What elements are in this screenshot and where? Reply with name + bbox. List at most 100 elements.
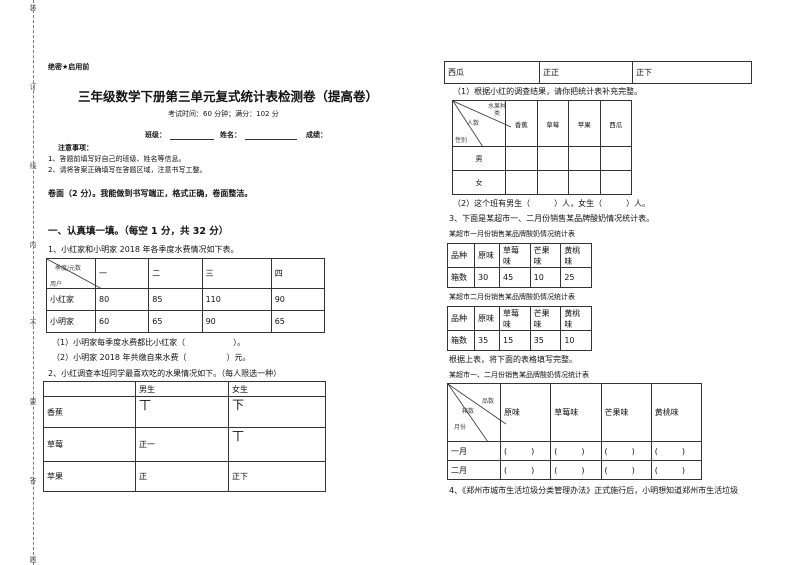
fruit-summary-table: 水果种类 人数 性别 香蕉 草莓 苹果 西瓜 男 女 [452,100,632,195]
column-header: 男生 [135,381,229,397]
column-header: 品种 [447,243,475,268]
binding-char: 内 [29,240,37,249]
feb-caption: 某超市二月份销售某品牌酸奶情况统计表 [449,293,575,301]
jan-yogurt-table: 品种 原味 草莓味 芒果味 黄桃味 箱数 30 45 10 25 [447,243,592,288]
diagonal-header-cell: 品数 箱数 月份 [447,383,506,442]
table-cell: 25 [560,267,592,288]
q1-sub2: （2）小明家 2018 年共缴自来水费（ ）元。 [52,353,251,362]
column-header: 草莓味 [499,243,531,268]
answer-cell[interactable] [505,170,538,195]
column-header: 苹果 [568,100,601,147]
table-cell: 60 [94,310,150,333]
row-label: 箱数 [447,330,475,351]
q2-sub2: （2）这个班有男生（ ）人，女生（ ）人。 [453,199,651,208]
row-label: 男 [452,146,506,171]
row-label: 二月 [447,460,501,480]
answer-blank[interactable]: ( ) [550,441,602,461]
exam-info: 考试时间：60 分钟；满分：102 分 [168,110,279,118]
table-cell: 110 [201,288,272,311]
answer-cell[interactable] [599,146,632,171]
feb-yogurt-table: 品种 原味 草莓味 芒果味 黄桃味 箱数 35 15 35 10 [447,306,592,351]
column-header: 西瓜 [599,100,632,147]
class-field[interactable] [170,139,214,140]
name-label: 姓名： [220,131,241,139]
column-header: 草莓味 [499,306,531,331]
answer-cell[interactable] [599,170,632,195]
section-heading: 一、认真填一填。（每空 1 分，共 32 分） [48,226,229,237]
row-label: 西瓜 [444,61,540,84]
confidential-label: 绝密★启用前 [48,63,90,71]
note-item: 2、请将答案正确填写在答题区域，注意书写工整。 [48,166,207,174]
table-cell: 65 [270,310,326,333]
tally-cell: 正下 [228,461,326,492]
answer-cell[interactable] [536,146,569,171]
row-label: 女 [452,170,506,195]
diag-top-label: 品数 [482,398,495,405]
fruit-survey-table: 男生 女生 香蕉 丅 下 草莓 正一 丅 苹果 正 正下 [43,381,326,492]
binding-char: 订 [29,82,37,91]
binding-char: 要 [29,398,37,407]
tally-cell: 正正 [539,61,633,84]
column-header [43,381,136,397]
diag-top-label: 水果种类 [487,103,506,117]
diagonal-header-cell: 水果种类 人数 性别 [452,100,511,147]
binding-margin: 装 订 线 内 不 要 答 题 [25,4,41,564]
name-field[interactable] [245,139,297,140]
binding-char: 答 [29,477,37,486]
answer-cell[interactable] [568,170,601,195]
row-label: 小明家 [46,310,96,333]
jan-caption: 某超市一月份销售某品牌酸奶情况统计表 [449,230,575,238]
answer-cell[interactable] [568,146,601,171]
column-header: 草莓 [536,100,569,147]
table-cell: 10 [560,330,592,351]
column-header: 芒果味 [529,306,562,331]
table-row: 男 [452,146,632,171]
tally-cell: 正 [135,461,229,492]
answer-blank[interactable]: ( ) [650,460,703,480]
diagonal-lines [448,384,506,442]
answer-blank[interactable]: ( ) [499,460,552,480]
table-row: 小明家 60 65 90 65 [46,310,326,333]
answer-blank[interactable]: ( ) [550,460,602,480]
answer-cell[interactable] [505,146,538,171]
table-row: 女 [452,170,632,195]
answer-blank[interactable]: ( ) [499,441,552,461]
table-row: 小红家 80 85 110 90 [46,288,326,311]
table-cell: 15 [499,330,531,351]
table-cell: 30 [474,267,500,288]
answer-blank[interactable]: ( ) [650,441,703,461]
column-header: 品种 [447,306,475,331]
table-cell: 80 [94,288,150,311]
column-header: 香蕉 [505,100,538,147]
diag-top-label: 季度/元数 [55,265,82,272]
column-header: 黄桃味 [560,306,592,331]
answer-blank[interactable]: ( ) [600,460,652,480]
column-header: 二 [148,258,203,289]
question-1: 1、小红家和小明家 2018 年各季度水费情况如下表。 [48,245,239,254]
diag-bottom-label: 用户 [50,281,63,288]
row-label: 一月 [447,441,501,461]
table-row: 香蕉 丅 下 [43,396,326,428]
column-header: 草莓味 [550,383,602,442]
question-4: 4、《郑州市城市生活垃圾分类管理办法》正式施行后，小明想知道郑州市生活垃圾 [449,486,739,495]
column-header: 黄桃味 [560,243,592,268]
table-cell: 35 [474,330,500,351]
answer-blank[interactable]: ( ) [600,441,652,461]
tally-cell: 正一 [135,427,229,462]
column-header: 芒果味 [529,243,562,268]
table-cell: 45 [499,267,531,288]
q1-sub1: （1）小明家每季度水费都比小红家（ ）。 [52,338,246,347]
combined-yogurt-table: 品数 箱数 月份 原味 草莓味 芒果味 黄桃味 一月 ( ) ( ) ( ) (… [447,383,703,480]
column-header: 三 [201,258,272,289]
binding-char: 线 [29,161,37,170]
diag-mid-label: 箱数 [462,408,475,415]
table-row: 一月 ( ) ( ) ( ) ( ) [447,441,703,461]
answer-cell[interactable] [536,170,569,195]
diag-mid-label: 人数 [467,120,480,127]
column-header: 原味 [499,383,552,442]
table-cell: 10 [529,267,562,288]
table-row: 西瓜 正正 正下 [444,61,752,84]
row-label: 香蕉 [43,396,136,428]
table-cell: 85 [148,288,203,311]
water-fee-table: 季度/元数 用户 一 二 三 四 小红家 80 85 110 90 小明家 60… [46,258,326,333]
